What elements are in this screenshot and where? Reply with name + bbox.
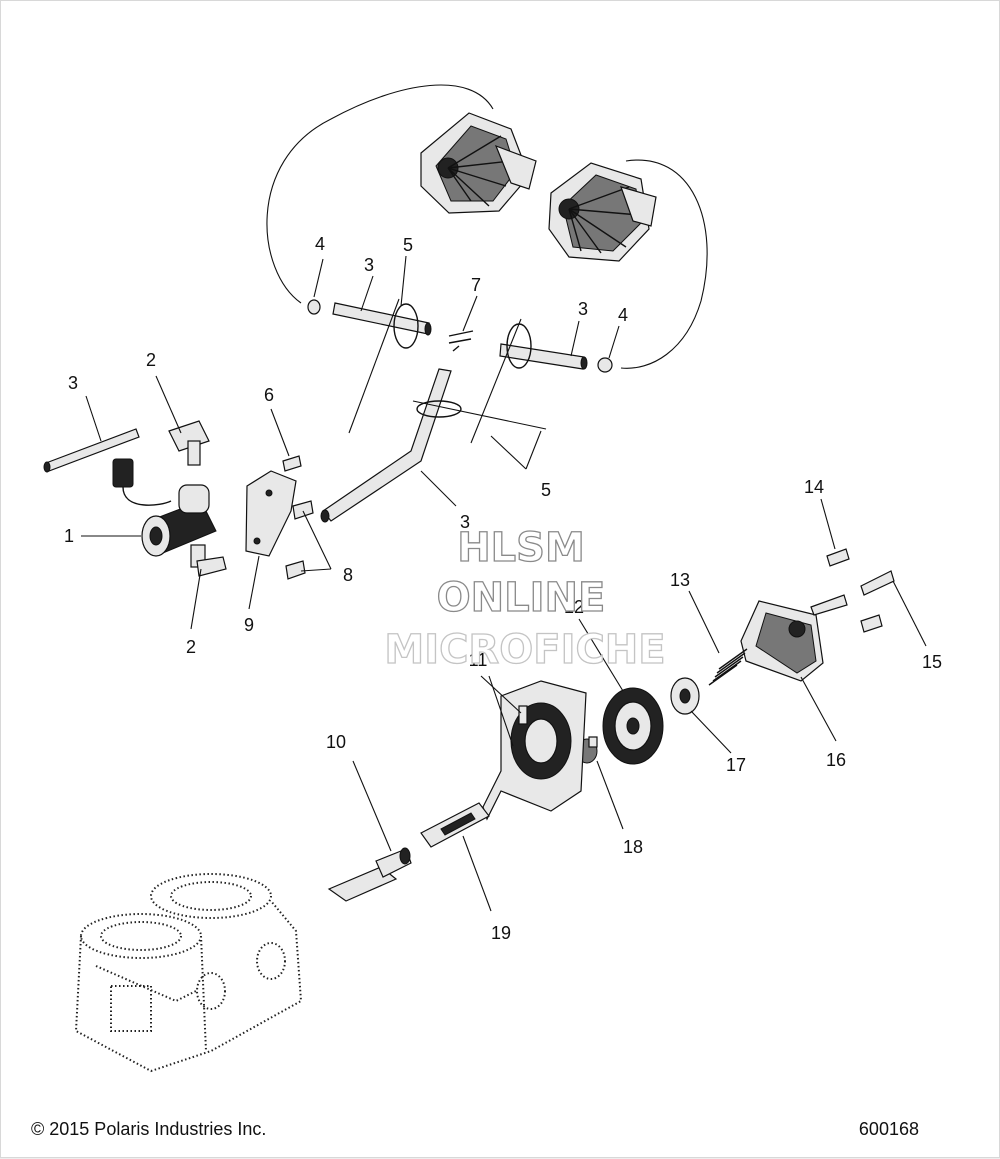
engine-cylinder-block [74, 873, 303, 1073]
callout-7: 7 [471, 275, 481, 295]
callout-19: 19 [491, 923, 511, 943]
callout-18: 18 [623, 837, 643, 857]
callout-16: 16 [826, 750, 846, 770]
pump-cover-16 [740, 600, 824, 682]
watermark-line-3: MICROFICHE [384, 627, 665, 673]
hose-left-long [43, 428, 140, 473]
elbow-fitting-upper [168, 420, 210, 466]
hose-right-upper [499, 343, 613, 373]
callout-1: 1 [64, 526, 74, 546]
callout-5-lower: 5 [541, 480, 551, 500]
callout-3-center: 3 [460, 512, 470, 532]
elbow-fitting-lower [190, 544, 227, 577]
bolts-14-15 [810, 548, 895, 633]
clamp-ring-right [506, 323, 532, 369]
pump-body-11 [482, 680, 587, 821]
callout-5-upper: 5 [403, 235, 413, 255]
connector-curve-right [620, 159, 708, 369]
callout-3-left: 3 [68, 373, 78, 393]
callout-11: 11 [469, 650, 488, 670]
callout-3-upper-left: 3 [364, 255, 374, 275]
watermark-line-2: ONLINE [437, 575, 606, 621]
clamp-strap-center [412, 400, 547, 430]
callout-2-lower: 2 [186, 637, 196, 657]
connector-curve-left [266, 84, 494, 304]
leader-lines [81, 255, 927, 912]
callout-13: 13 [670, 570, 690, 590]
callout-15: 15 [922, 652, 942, 672]
screw-8b [285, 560, 306, 580]
spring-13 [708, 648, 748, 686]
clamp-ring-left [393, 303, 419, 349]
callout-2-upper: 2 [146, 350, 156, 370]
gasket-19 [420, 802, 490, 848]
clamp-rod-right [470, 318, 522, 444]
pump-cover-upper-right [548, 162, 657, 262]
callout-10: 10 [326, 732, 346, 752]
clamp-rod-left [348, 298, 400, 434]
callout-9: 9 [244, 615, 254, 635]
figure-id: 600168 [858, 1119, 919, 1139]
copyright-notice: © 2015 Polaris Industries Inc. [31, 1119, 267, 1139]
callout-12: 12 [564, 597, 584, 617]
callout-4-right: 4 [618, 305, 628, 325]
manifold-fitting-10 [327, 847, 412, 902]
hose-left-upper [307, 299, 432, 336]
watermark-line-1: HLSM [457, 525, 585, 571]
callout-3-upper-right: 3 [578, 299, 588, 319]
diaphragm-disc-17 [670, 677, 700, 715]
pump-cover-upper-left [420, 112, 537, 214]
callout-17: 17 [726, 755, 746, 775]
clamp-ring-center [416, 400, 462, 418]
screw-6 [282, 455, 302, 472]
diaphragm-12 [602, 687, 664, 765]
callout-8: 8 [343, 565, 353, 585]
screw-8a [292, 500, 314, 520]
hose-bent-center [320, 368, 452, 523]
solenoid-valve [112, 458, 217, 557]
callout-4-left: 4 [315, 234, 325, 254]
mounting-bracket [245, 470, 297, 557]
callout-14: 14 [804, 477, 824, 497]
callout-6: 6 [264, 385, 274, 405]
fitting-small [448, 330, 474, 352]
